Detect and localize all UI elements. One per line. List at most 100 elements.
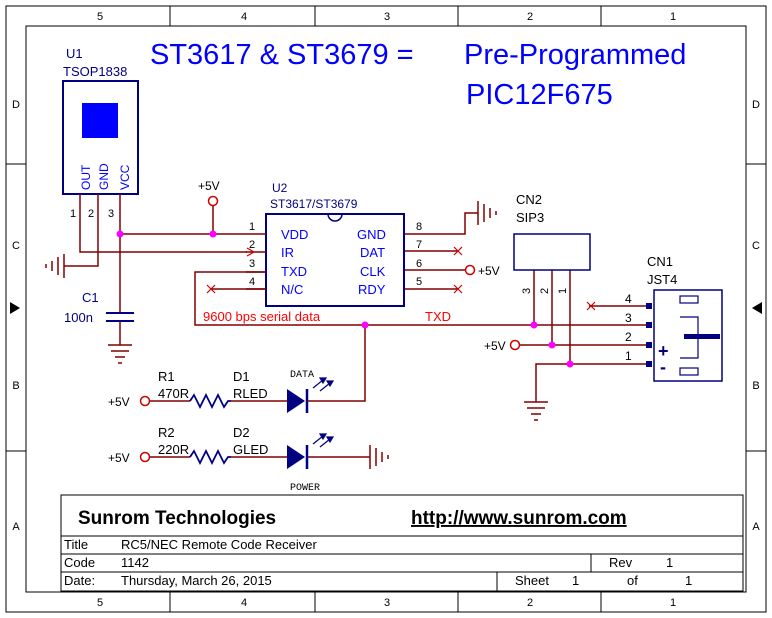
- cn1-pin-2: 2: [625, 330, 632, 344]
- vcc-r2: +5V: [108, 451, 151, 465]
- ir-window: [82, 103, 118, 138]
- title-label: Title: [64, 537, 88, 552]
- u2-pin-num-7: 7: [416, 239, 422, 251]
- u2-pin-num-8: 8: [416, 221, 422, 233]
- u1-part: TSOP1838: [63, 64, 127, 79]
- of-value: 1: [685, 573, 692, 588]
- code-value: 1142: [121, 555, 149, 570]
- cn1-ref: CN1: [647, 254, 673, 269]
- u2-pin-num-2: 2: [249, 239, 255, 251]
- c1-ref: C1: [82, 290, 99, 305]
- sheet-value: 1: [572, 573, 579, 588]
- title-block: Sunrom Technologies http://www.sunrom.co…: [60, 494, 744, 592]
- date-value: Thursday, March 26, 2015: [121, 573, 272, 588]
- vcc-top-label: +5V: [198, 179, 220, 193]
- u1-ref: U1: [66, 46, 83, 61]
- vcc-r1-label: +5V: [108, 395, 130, 409]
- d2-ref: D2: [233, 425, 250, 440]
- title-value: RC5/NEC Remote Code Receiver: [121, 537, 317, 552]
- vcc-top: +5V: [198, 179, 220, 207]
- u2-ref: U2: [272, 181, 288, 195]
- r2-resistor: R2 220R: [158, 425, 231, 466]
- u1-pin-number-1: 1: [70, 208, 76, 220]
- no-connect-marks: [206, 246, 596, 311]
- u2-pin-num-5: 5: [416, 276, 422, 288]
- cn2-pin-1: 1: [557, 288, 569, 294]
- junction-dot: [116, 230, 124, 238]
- row-label-right-c: C: [752, 240, 760, 252]
- headline-line1-left: ST3617 & ST3679 =: [150, 39, 414, 71]
- u2-chip: U2 ST3617/ST3679 VDD IR TXD N/C GND DAT …: [246, 181, 422, 307]
- col-label-top-3: 3: [384, 11, 390, 23]
- col-label-top-1: 1: [670, 11, 676, 23]
- of-label: of: [627, 573, 638, 588]
- cn2-ref: CN2: [516, 192, 542, 207]
- row-label-left-c: C: [12, 240, 20, 252]
- row-label-right-b: B: [752, 380, 759, 392]
- headline-line2: PIC12F675: [466, 79, 613, 111]
- c1-value: 100n: [64, 310, 93, 325]
- u2-pin-num-4: 4: [249, 276, 255, 288]
- rev-label: Rev: [609, 555, 633, 570]
- cn2-pin-3: 3: [521, 288, 533, 294]
- junction-dot: [530, 321, 538, 329]
- code-label: Code: [64, 555, 95, 570]
- u2-pin-ir: IR: [281, 245, 294, 260]
- cn2-connector: CN2 SIP3 3 2 1: [513, 192, 591, 294]
- d2-label: POWER: [290, 483, 320, 494]
- row-label-left-d: D: [12, 99, 20, 111]
- u2-pin-num-1: 1: [249, 221, 255, 233]
- d1-part: RLED: [233, 386, 268, 401]
- cn1-plus: +: [658, 341, 669, 361]
- c1-capacitor: C1 100n: [64, 290, 134, 325]
- d1-led: D1 RLED DATA: [233, 369, 337, 413]
- u2-pin-clk: CLK: [360, 264, 386, 279]
- u1-pin-gnd-label: GND: [97, 163, 111, 190]
- vcc-clk: +5V: [464, 264, 500, 278]
- ground-icon-cn1: [524, 401, 548, 421]
- cn1-part: JST4: [647, 272, 677, 287]
- cn1-connector: + - CN1 JST4 4 3 2 1: [625, 254, 723, 382]
- vcc-r1: +5V: [108, 395, 151, 409]
- junction-dot: [548, 341, 556, 349]
- right-center-arrow: [752, 302, 762, 314]
- sheet-label: Sheet: [515, 573, 549, 588]
- ground-icon-u1: [45, 254, 65, 278]
- cn1-pin-3: 3: [625, 311, 632, 325]
- u2-pin-rdy: RDY: [358, 282, 386, 297]
- ground-icon-c1: [108, 344, 132, 364]
- d1-label: DATA: [290, 370, 314, 381]
- r1-resistor: R1 470R: [158, 369, 231, 410]
- col-label-bottom-5: 5: [97, 597, 103, 609]
- u2-pin-num-3: 3: [249, 258, 255, 270]
- d1-ref: D1: [233, 369, 250, 384]
- vcc-clk-label: +5V: [478, 264, 500, 278]
- cn1-pad: [646, 361, 652, 367]
- r1-value: 470R: [158, 386, 189, 401]
- net-label-serial: 9600 bps serial data: [203, 309, 321, 324]
- cn2-part: SIP3: [516, 210, 544, 225]
- row-label-left-b: B: [12, 380, 19, 392]
- d2-part: GLED: [233, 442, 268, 457]
- row-label-right-d: D: [752, 99, 760, 111]
- ir-input-arrow: [246, 247, 256, 257]
- ground-symbols: [45, 201, 548, 469]
- junction-dot: [566, 360, 574, 368]
- ground-icon-d2: [369, 445, 389, 469]
- u2-pin-dat: DAT: [360, 245, 385, 260]
- cn1-pin-1: 1: [625, 349, 632, 363]
- r2-ref: R2: [158, 425, 175, 440]
- junction-dot: [361, 321, 369, 329]
- u1-pin-vcc-label: VCC: [118, 164, 132, 190]
- vcc-cn1-label: +5V: [484, 339, 506, 353]
- d2-led: D2 GLED POWER: [233, 425, 335, 494]
- junctions: [116, 230, 574, 368]
- u2-pin-gnd: GND: [357, 227, 386, 242]
- u1-pin-number-2: 2: [88, 208, 94, 220]
- cn1-pad: [646, 342, 652, 348]
- ground-icon-u2: [477, 201, 497, 225]
- company-url[interactable]: http://www.sunrom.com: [411, 508, 627, 529]
- vcc-cn1: +5V: [484, 339, 521, 353]
- col-label-top-4: 4: [241, 11, 247, 23]
